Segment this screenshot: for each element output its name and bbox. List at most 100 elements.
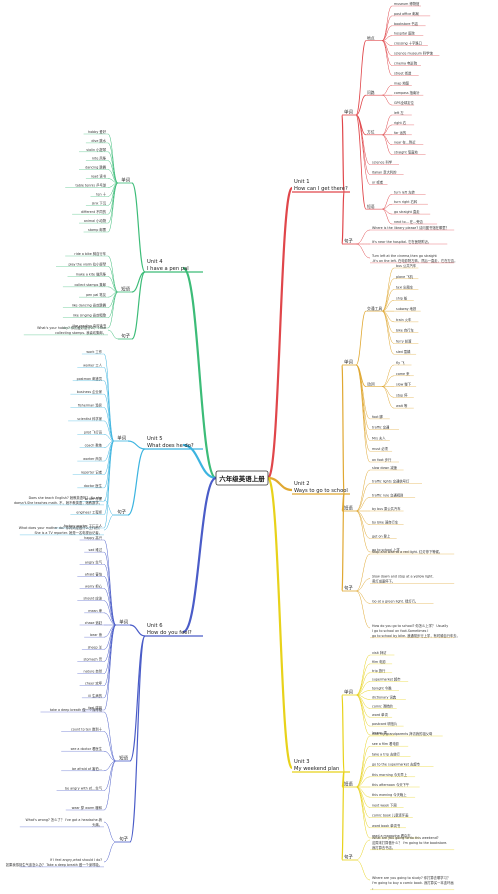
- leaf-label: tonight 今晚: [372, 686, 392, 691]
- leaf-label: word book 单词书: [372, 823, 401, 828]
- leaf-link: [103, 841, 117, 863]
- leaf-label: go straight 直走: [394, 209, 420, 214]
- leaf-link: [381, 300, 395, 312]
- leaf-label: slow down 减速: [372, 465, 398, 470]
- leaf-label: 如果我感到生气该怎么办？ Take a deep breath 做一个深呼吸。: [6, 862, 102, 867]
- group-label: 单词: [344, 359, 353, 366]
- leaf-link: [103, 588, 117, 626]
- leaf-label: sink 下沉: [92, 200, 107, 205]
- leaf-link: [355, 510, 371, 553]
- leaf-label: angry 生气: [85, 559, 103, 564]
- leaf-label: mean 卑: [88, 608, 102, 613]
- leaf-label: bear 熊: [90, 632, 103, 637]
- leaf-label: crossing 十字路口: [394, 41, 422, 46]
- leaf-label: feel 感到: [88, 705, 102, 710]
- group-label: 单词: [117, 435, 126, 442]
- leaf-link: [355, 590, 371, 629]
- leaf-label: stamp 邮票: [88, 227, 107, 232]
- leaf-label: traffic lights 交通信号灯: [372, 479, 410, 484]
- leaf-label: trip 旅行: [372, 668, 386, 673]
- group-link: [127, 440, 146, 450]
- leaf-label: cheer 欢呼: [85, 681, 103, 686]
- leaf-link: [355, 578, 371, 592]
- leaf-label: play the violin 拉小提琴: [68, 261, 106, 266]
- unit-link: [267, 476, 293, 492]
- leaf-link: [107, 169, 119, 184]
- group-label: 短语: [344, 505, 353, 512]
- unit-title-number: Unit 2: [294, 481, 310, 487]
- leaf-label: postman 邮递员: [77, 376, 103, 381]
- leaf-label: subway 地铁: [396, 306, 417, 311]
- leaf-label: be angry with 对…生气: [65, 785, 103, 790]
- leaf-label: 。: [372, 886, 375, 890]
- leaf-link: [381, 310, 395, 333]
- leaf-link: [381, 134, 393, 145]
- leaf-label: What are you going to do this weekend?: [372, 836, 439, 840]
- leaf-label: 头痛。: [92, 822, 102, 827]
- leaf-link: [103, 750, 117, 762]
- subgroup-link: [355, 310, 367, 366]
- leaf-label: museum 博物馆: [394, 1, 420, 6]
- leaf-link: [381, 134, 393, 155]
- leaf-label: like singing 喜欢唱歌: [73, 313, 107, 318]
- leaf-label: this evening 今天晚上: [372, 792, 407, 797]
- leaf-label: table tennis 乒乓球: [76, 182, 107, 187]
- leaf-link: [355, 364, 371, 463]
- leaf-label: engineer 工程师: [76, 510, 102, 515]
- group-link: [131, 271, 146, 340]
- leaf-link: [103, 612, 117, 626]
- leaf-label: next week 下周: [372, 802, 397, 807]
- leaf-label: film 电影: [372, 659, 387, 664]
- group-label: 短语: [119, 755, 128, 762]
- subgroup-link: [355, 40, 367, 116]
- leaf-link: [103, 499, 115, 516]
- leaf-label: ten 十: [96, 191, 106, 196]
- leaf-link: [355, 786, 371, 808]
- leaf-label: stomach 胃: [83, 657, 102, 661]
- leaf-label: Where is the library please? 请问图书馆在哪里？: [372, 225, 449, 230]
- leaf-link: [355, 663, 371, 696]
- leaf-label: doesn't.She teaches math. 不，她不教英语，她教数学。: [14, 500, 102, 505]
- group-label: 单词: [119, 619, 128, 626]
- leaf-label: plane 飞机: [396, 274, 413, 279]
- leaf-link: [107, 142, 119, 184]
- leaf-label: What does your mother do? 你妈妈是做什么工作的？: [19, 525, 102, 530]
- leaf-link: [103, 624, 117, 686]
- leaf-label: science museum 科学馆: [394, 51, 433, 56]
- leaf-label: Stop and wait at a red light. 红灯停下等候。: [372, 549, 442, 554]
- leaf-label: scientist 科学家: [77, 416, 102, 421]
- leaf-label: Mrs 夫人: [372, 435, 386, 440]
- leaf-link: [355, 839, 371, 861]
- subgroup-label: 交通工具: [367, 306, 382, 311]
- leaf-label: lesson 课: [372, 730, 388, 735]
- leaf-link: [355, 590, 371, 604]
- leaf-label: fly 飞: [396, 361, 405, 365]
- unit-title-number: Unit 5: [147, 436, 163, 442]
- leaf-label: postcard 明信片: [372, 721, 397, 726]
- leaf-label: must 必须: [372, 446, 389, 451]
- leaf-label: work 工作: [86, 349, 102, 354]
- leaf-link: [107, 291, 119, 318]
- leaf-link: [103, 731, 117, 762]
- leaf-link: [355, 364, 371, 441]
- leaf-label: GPS全球定位: [394, 100, 415, 105]
- leaf-link: [381, 25, 393, 41]
- leaf-label: taxi 出租车: [396, 285, 414, 290]
- leaf-label: factory worker 工厂工人: [64, 524, 103, 528]
- leaf-link: [381, 375, 395, 387]
- leaf-label: business 企业家: [77, 389, 103, 394]
- leaf-label: happy 高兴: [84, 535, 103, 540]
- subgroup-link: [355, 94, 367, 116]
- leaf-link: [103, 821, 117, 843]
- leaf-link: [355, 859, 371, 881]
- leaf-label: by bus 乘公共汽车: [372, 506, 401, 511]
- leaf-label: collecting stamps. 我喜欢集邮。: [55, 330, 106, 335]
- leaf-link: [355, 735, 371, 788]
- leaf-link: [103, 624, 117, 711]
- leaf-link: [103, 434, 115, 442]
- unit-title-number: Unit 4: [147, 259, 163, 265]
- leaf-label: worker 工人: [83, 363, 103, 367]
- leaf-link: [107, 291, 119, 329]
- leaf-label: turn right 右转: [394, 199, 418, 204]
